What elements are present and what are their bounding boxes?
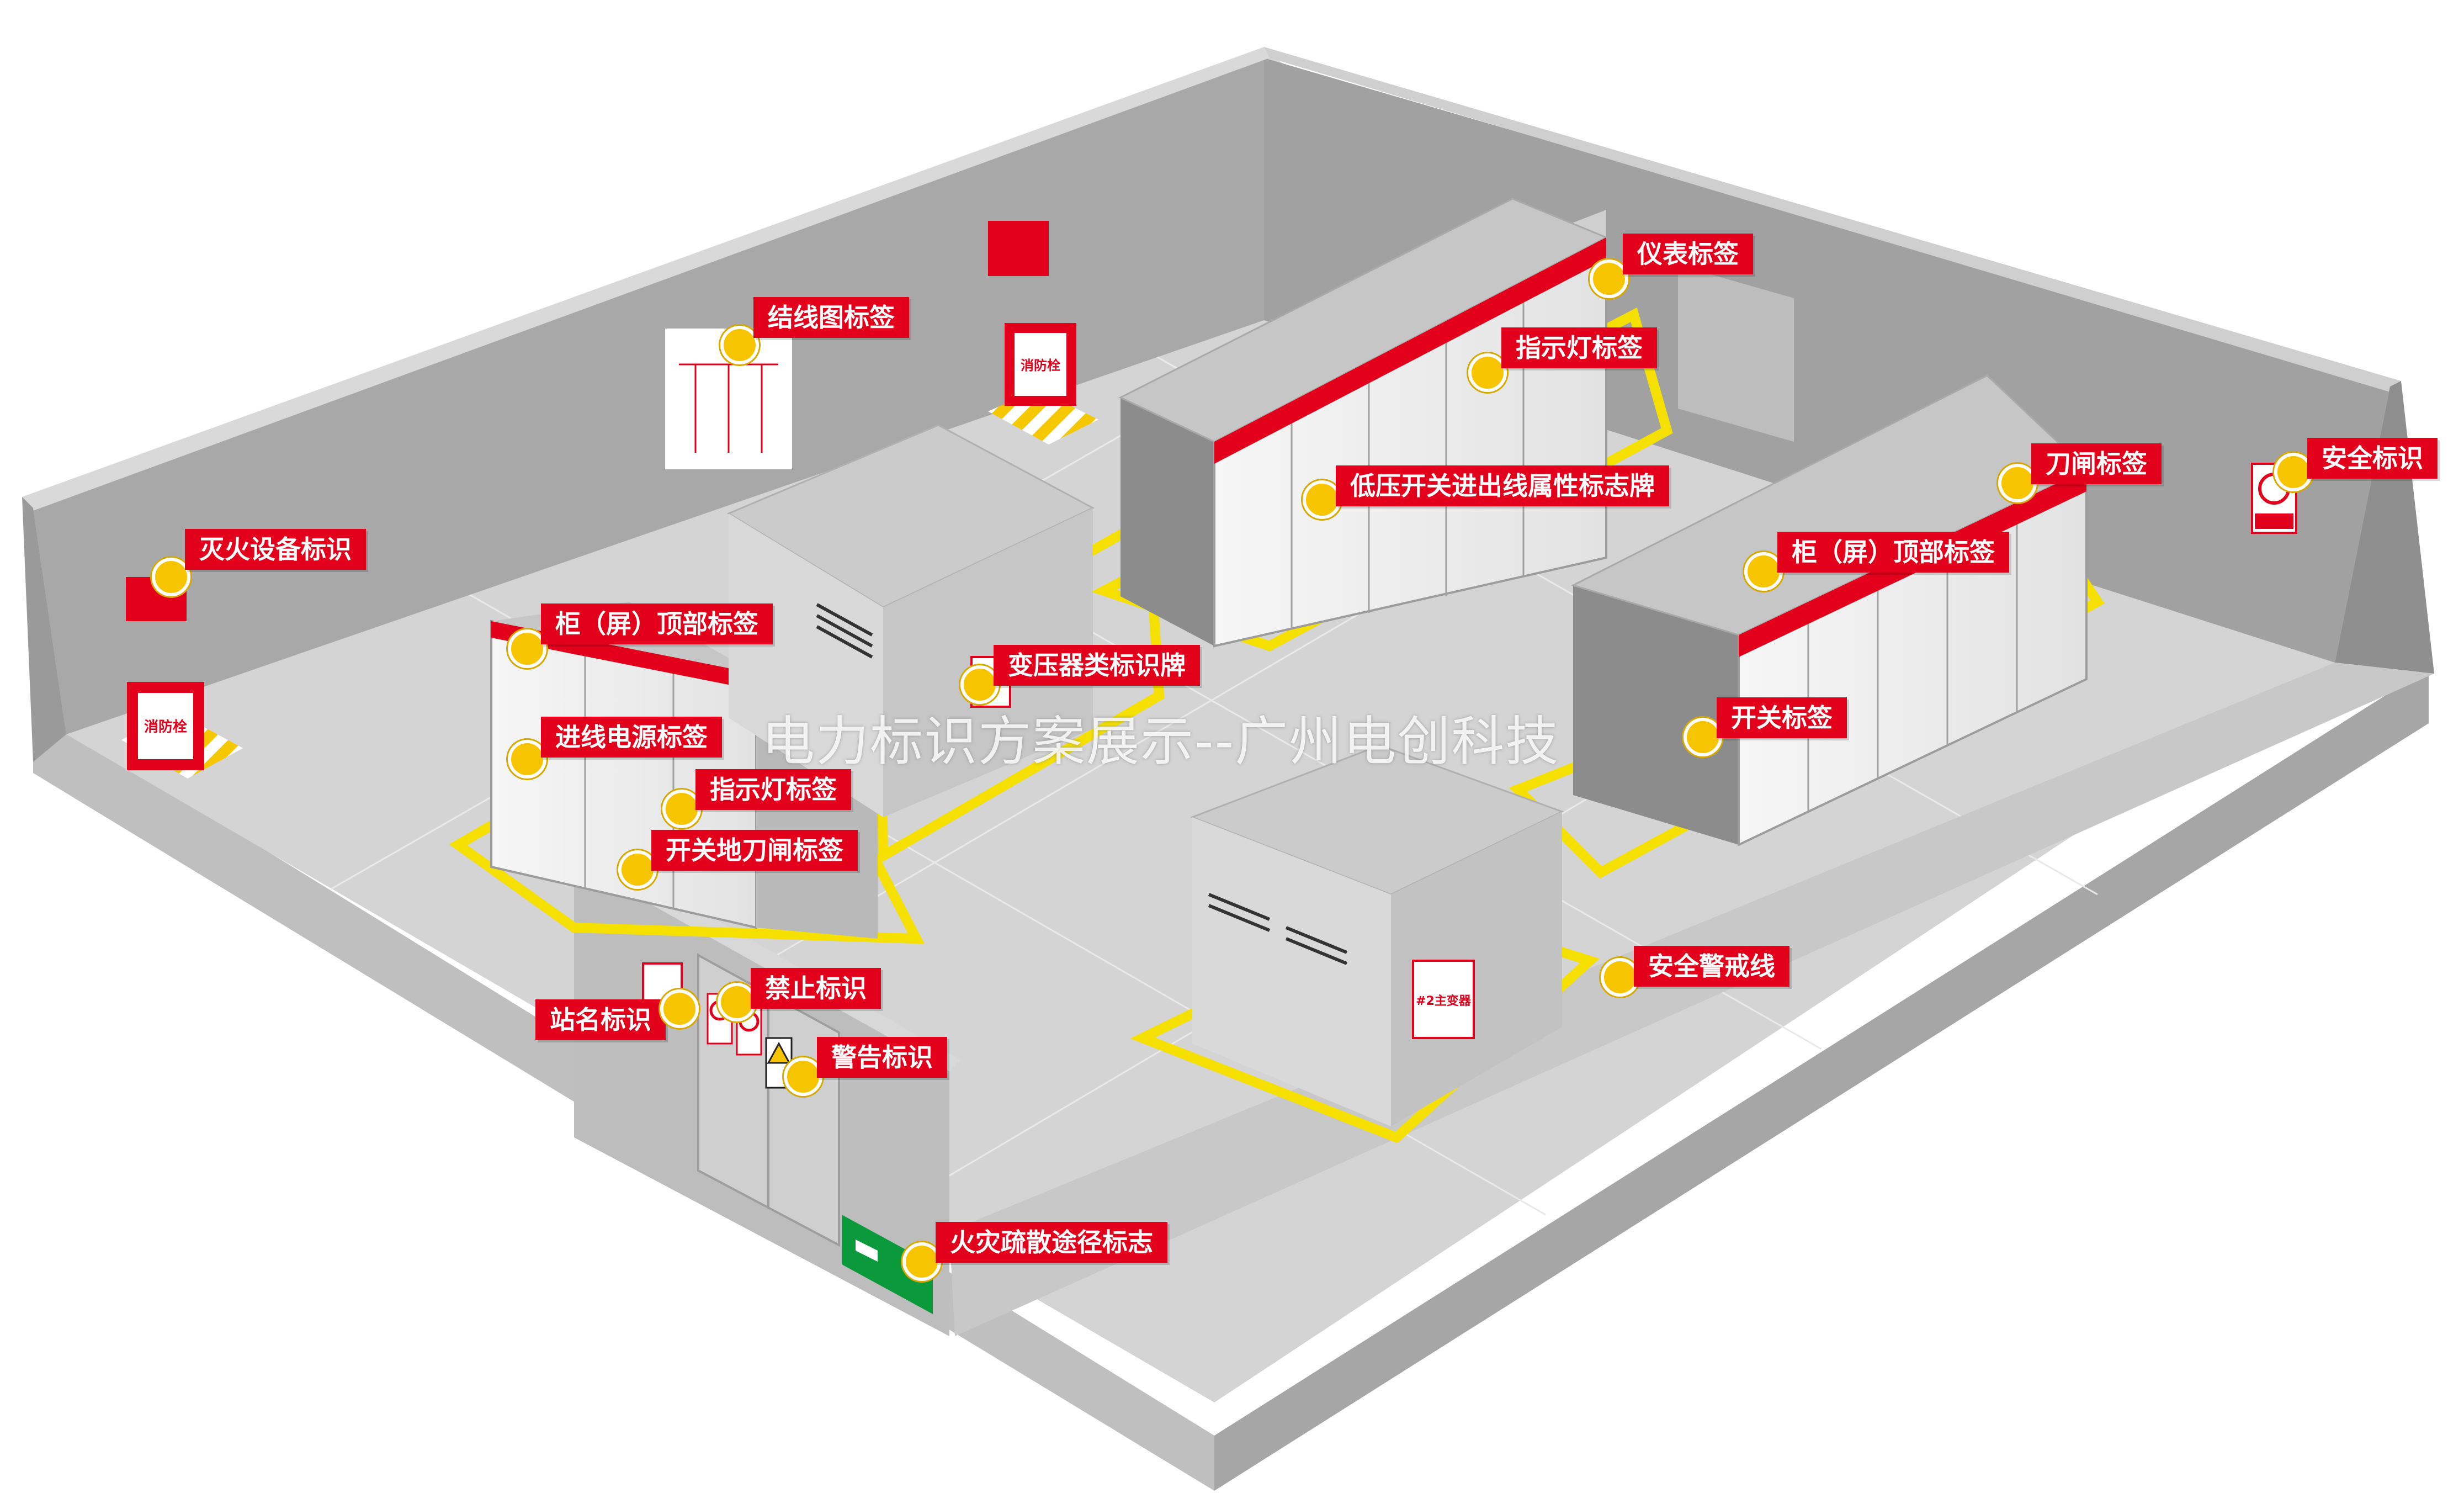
callout-warning: 警告标识 [784,1030,947,1096]
callout-switch: 开关标签 [1684,690,1847,756]
callout-dot [720,326,759,364]
wall-rim-right [1264,47,2401,392]
callout-label: 低压开关进出线属性标志牌 [1336,465,1669,506]
transformer-plate-text: #2主变器 [1416,994,1472,1008]
room-slab-right [1214,668,2429,1491]
transformer-2: #2主变器 [1189,744,1564,1126]
callout-dot [1684,718,1722,756]
wall-back-right [1264,58,2390,663]
callout-cabinet-top-right: 柜（屏）顶部标签 [1744,525,2009,591]
callout-dot [508,740,546,779]
callout-label: 禁止标识 [751,968,881,1009]
callout-dot [1590,260,1628,298]
callout-dot [662,790,701,828]
callout-label: 安全警戒线 [1634,946,1789,987]
callout-dot [152,558,190,596]
callout-dot [1998,464,2037,502]
callout-evacuation-route: 火灾疏散途径标志 [902,1215,1167,1281]
callout-dot [960,665,999,704]
hydrant-label-back: 消防栓 [1021,358,1060,373]
callout-knife-switch: 刀闸标签 [1998,436,2162,502]
callout-label: 刀闸标签 [2031,443,2162,484]
evacuation-sign [842,1215,933,1314]
callout-label: 结线图标签 [753,297,909,338]
wall-rim-left [22,47,1270,511]
callout-label: 柜（屏）顶部标签 [541,603,773,644]
hydrant-label-left: 消防栓 [144,719,187,735]
callout-label: 开关地刀闸标签 [651,830,858,871]
cabinet-tall-back [1678,265,1794,442]
callout-dot [1303,480,1341,519]
callout-wiring-diagram: 结线图标签 [720,287,909,364]
fire-equipment-sign-back [988,221,1049,276]
callout-label: 仪表标签 [1623,234,1753,274]
callout-dot [660,989,699,1028]
callout-label: 安全标识 [2307,438,2438,479]
callout-cabinet-top-left: 柜（屏）顶部标签 [508,596,773,668]
callout-fire-equipment: 灭火设备标识 [152,525,366,596]
callout-safety-warning-line: 安全警戒线 [1601,946,1789,997]
callout-indicator-light-left: 指示灯标签 [662,762,851,828]
callout-dot [902,1242,941,1281]
callout-dot [508,629,546,668]
callout-prohibition: 禁止标识 [718,966,881,1021]
callout-label: 开关标签 [1717,697,1847,738]
callout-label: 变压器类标识牌 [994,645,1200,686]
fire-hydrant-left: 消防栓 [121,682,243,779]
fire-hydrant-back: 消防栓 [988,323,1098,444]
callout-label: 指示灯标签 [1501,327,1657,368]
callout-label: 火灾疏散途径标志 [936,1222,1167,1263]
wall-front-right [949,663,2434,1336]
callout-label: 站名标识 [535,999,666,1040]
callout-low-voltage-switch: 低压开关进出线属性标志牌 [1303,464,1669,519]
callout-transformer: 变压器类标识牌 [960,638,1200,704]
callout-label: 警告标识 [817,1037,947,1078]
callout-meter: 仪表标签 [1590,226,1753,298]
callout-indicator-light-right: 指示灯标签 [1468,320,1657,392]
callout-dot [1601,958,1639,997]
watermark: 电力标识方案展示--广州电创科技 [762,711,1560,772]
callout-station-name: 站名标识 [535,989,699,1040]
callout-incoming-power: 进线电源标签 [508,712,722,779]
callout-label: 灭火设备标识 [185,529,366,570]
callout-label: 柜（屏）顶部标签 [1777,532,2009,573]
callout-label: 指示灯标签 [695,769,851,810]
callout-safety-sign: 安全标识 [2274,431,2438,491]
callout-earthing-switch: 开关地刀闸标签 [618,823,858,889]
callout-dot [1468,353,1507,392]
wall-left-edge [22,497,66,762]
callout-label: 进线电源标签 [541,717,722,758]
